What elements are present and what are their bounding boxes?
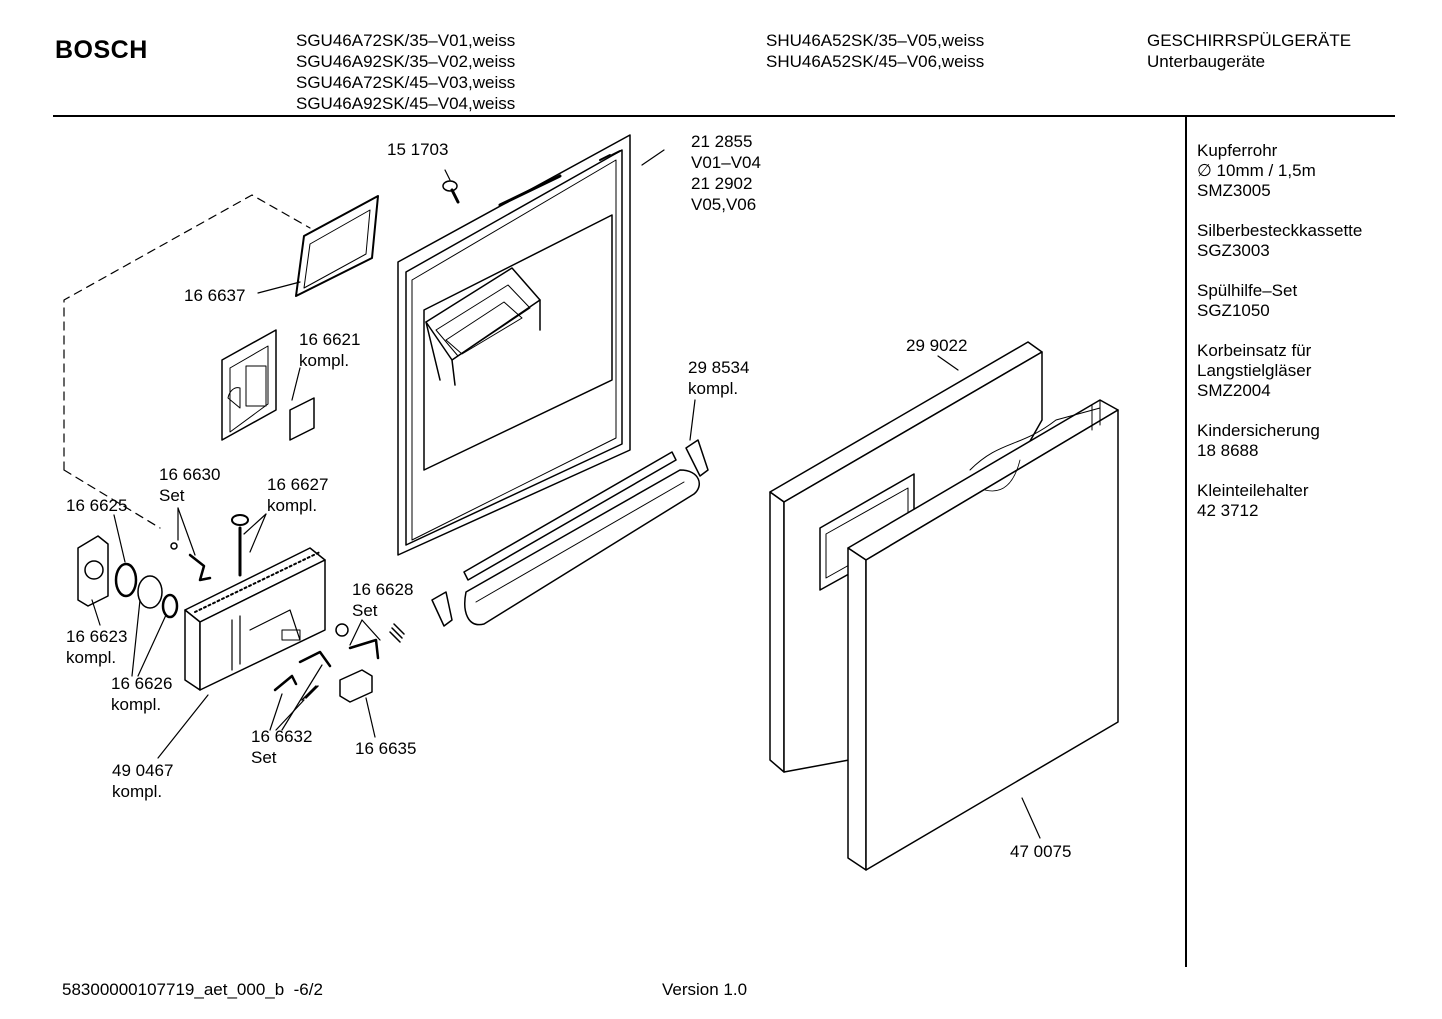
part-number: 21 2902 bbox=[691, 174, 753, 193]
accessory-name: Kindersicherung bbox=[1197, 421, 1320, 440]
part-label-166635: 16 6635 bbox=[355, 738, 416, 759]
page-number: -6/2 bbox=[293, 980, 323, 999]
model-item: SGU46A92SK/35–V02,weiss bbox=[296, 52, 516, 71]
part-note: kompl. bbox=[112, 782, 163, 801]
part-label-166623: 16 6623 kompl. bbox=[66, 626, 127, 668]
part-number: 16 6635 bbox=[355, 739, 417, 758]
accessory-name: Korbeinsatz für bbox=[1197, 341, 1312, 360]
accessory-item: Spülhilfe–Set SGZ1050 bbox=[1197, 281, 1387, 321]
part-number: 47 0075 bbox=[1010, 842, 1072, 861]
brand-logo: BOSCH bbox=[55, 36, 148, 64]
small-parts-drawing bbox=[170, 514, 249, 582]
part-label-151703: 15 1703 bbox=[387, 139, 448, 160]
part-label-166632: 16 6632 Set bbox=[251, 726, 312, 768]
part-label-166630: 16 6630 Set bbox=[159, 464, 220, 506]
inner-door-panel-drawing bbox=[397, 134, 631, 556]
accessory-name: Spülhilfe–Set bbox=[1197, 281, 1298, 300]
part-note: kompl. bbox=[688, 379, 739, 398]
exploded-parts-diagram bbox=[63, 134, 1119, 871]
accessory-name: Silberbesteckkassette bbox=[1197, 221, 1363, 240]
accessory-item: Kleinteilehalter 42 3712 bbox=[1197, 481, 1387, 521]
accessory-name: Langstielgläser bbox=[1197, 361, 1312, 380]
door-panel-drawing bbox=[847, 399, 1119, 871]
part-number: 15 1703 bbox=[387, 140, 449, 159]
footer-version: Version 1.0 bbox=[662, 980, 748, 999]
model-item: SHU46A52SK/35–V05,weiss bbox=[766, 31, 985, 50]
model-item: SGU46A72SK/35–V01,weiss bbox=[296, 31, 516, 50]
part-label-166626: 16 6626 kompl. bbox=[111, 673, 172, 715]
accessory-code: SGZ3003 bbox=[1197, 241, 1270, 260]
part-number: 21 2855 bbox=[691, 132, 753, 151]
accessories-list: Kupferrohr ∅ 10mm / 1,5m SMZ3005 Silberb… bbox=[1197, 141, 1387, 541]
accessory-spec: ∅ 10mm / 1,5m bbox=[1197, 161, 1316, 180]
hinge-drawing bbox=[431, 439, 709, 627]
door-seal-strip-drawing bbox=[463, 451, 700, 626]
model-item: SHU46A52SK/45–V06,weiss bbox=[766, 52, 985, 71]
accessory-name: Kleinteilehalter bbox=[1197, 481, 1309, 500]
part-label-490467: 49 0467 kompl. bbox=[112, 760, 173, 802]
gasket-frame-drawing bbox=[295, 195, 379, 297]
part-number: 16 6630 bbox=[159, 465, 221, 484]
accessory-item: Silberbesteckkassette SGZ3003 bbox=[1197, 221, 1387, 261]
dispenser-cover-drawing bbox=[221, 329, 315, 441]
part-label-166637: 16 6637 bbox=[184, 285, 245, 306]
part-number: 16 6627 bbox=[267, 475, 329, 494]
part-number: 16 6626 bbox=[111, 674, 173, 693]
accessory-item: Korbeinsatz für Langstielgläser SMZ2004 bbox=[1197, 341, 1387, 401]
category-block: GESCHIRRSPÜLGERÄTE Unterbaugeräte bbox=[1147, 30, 1351, 72]
model-list-right: SHU46A52SK/35–V05,weiss SHU46A52SK/45–V0… bbox=[766, 30, 984, 72]
part-note: kompl. bbox=[111, 695, 162, 714]
accessory-item: Kindersicherung 18 8688 bbox=[1197, 421, 1387, 461]
part-label-166625: 16 6625 bbox=[66, 495, 127, 516]
part-number: 29 8534 bbox=[688, 358, 750, 377]
model-list-left: SGU46A72SK/35–V01,weiss SGU46A92SK/35–V0… bbox=[296, 30, 515, 114]
part-number: 16 6637 bbox=[184, 286, 246, 305]
accessory-code: SMZ2004 bbox=[1197, 381, 1271, 400]
part-label-212855: 21 2855 V01–V04 21 2902 V05,V06 bbox=[691, 131, 761, 215]
accessory-item: Kupferrohr ∅ 10mm / 1,5m SMZ3005 bbox=[1197, 141, 1387, 201]
accessory-code: 42 3712 bbox=[1197, 501, 1259, 520]
doc-id: 58300000107719_aet_000_b bbox=[62, 980, 285, 999]
accessory-code: SGZ1050 bbox=[1197, 301, 1270, 320]
part-note: Set bbox=[352, 601, 378, 620]
part-label-166627: 16 6627 kompl. bbox=[267, 474, 328, 516]
part-number: 16 6625 bbox=[66, 496, 128, 515]
screw-drawing bbox=[442, 180, 460, 204]
part-label-299022: 29 9022 bbox=[906, 335, 967, 356]
accessory-name: Kupferrohr bbox=[1197, 141, 1278, 160]
part-number: 16 6621 bbox=[299, 330, 361, 349]
footer-doc-id: 58300000107719_aet_000_b -6/2 bbox=[62, 980, 323, 1000]
part-label-166621: 16 6621 kompl. bbox=[299, 329, 360, 371]
part-number: 16 6623 bbox=[66, 627, 128, 646]
part-number: 16 6628 bbox=[352, 580, 414, 599]
accessory-code: 18 8688 bbox=[1197, 441, 1259, 460]
model-item: SGU46A72SK/45–V03,weiss bbox=[296, 73, 516, 92]
dispenser-body-drawing bbox=[184, 547, 326, 691]
part-note: kompl. bbox=[66, 648, 117, 667]
sidebar-divider bbox=[1185, 117, 1187, 967]
part-number: 29 9022 bbox=[906, 336, 968, 355]
category-title: GESCHIRRSPÜLGERÄTE bbox=[1147, 31, 1352, 50]
spring-set-drawing bbox=[273, 623, 405, 703]
header-divider bbox=[53, 115, 1395, 117]
part-variant: V05,V06 bbox=[691, 195, 757, 214]
part-label-298534: 29 8534 kompl. bbox=[688, 357, 749, 399]
part-note: Set bbox=[251, 748, 277, 767]
model-item: SGU46A92SK/45–V04,weiss bbox=[296, 94, 516, 113]
part-label-470075: 47 0075 bbox=[1010, 841, 1071, 862]
part-number: 16 6632 bbox=[251, 727, 313, 746]
part-note: kompl. bbox=[267, 496, 318, 515]
leader-lines bbox=[91, 149, 1041, 839]
category-subtitle: Unterbaugeräte bbox=[1147, 52, 1266, 71]
part-note: Set bbox=[159, 486, 185, 505]
dispenser-lid-drawing bbox=[77, 535, 179, 619]
part-note: kompl. bbox=[299, 351, 350, 370]
part-variant: V01–V04 bbox=[691, 153, 761, 172]
part-label-166628: 16 6628 Set bbox=[352, 579, 413, 621]
accessory-code: SMZ3005 bbox=[1197, 181, 1271, 200]
part-number: 49 0467 bbox=[112, 761, 174, 780]
